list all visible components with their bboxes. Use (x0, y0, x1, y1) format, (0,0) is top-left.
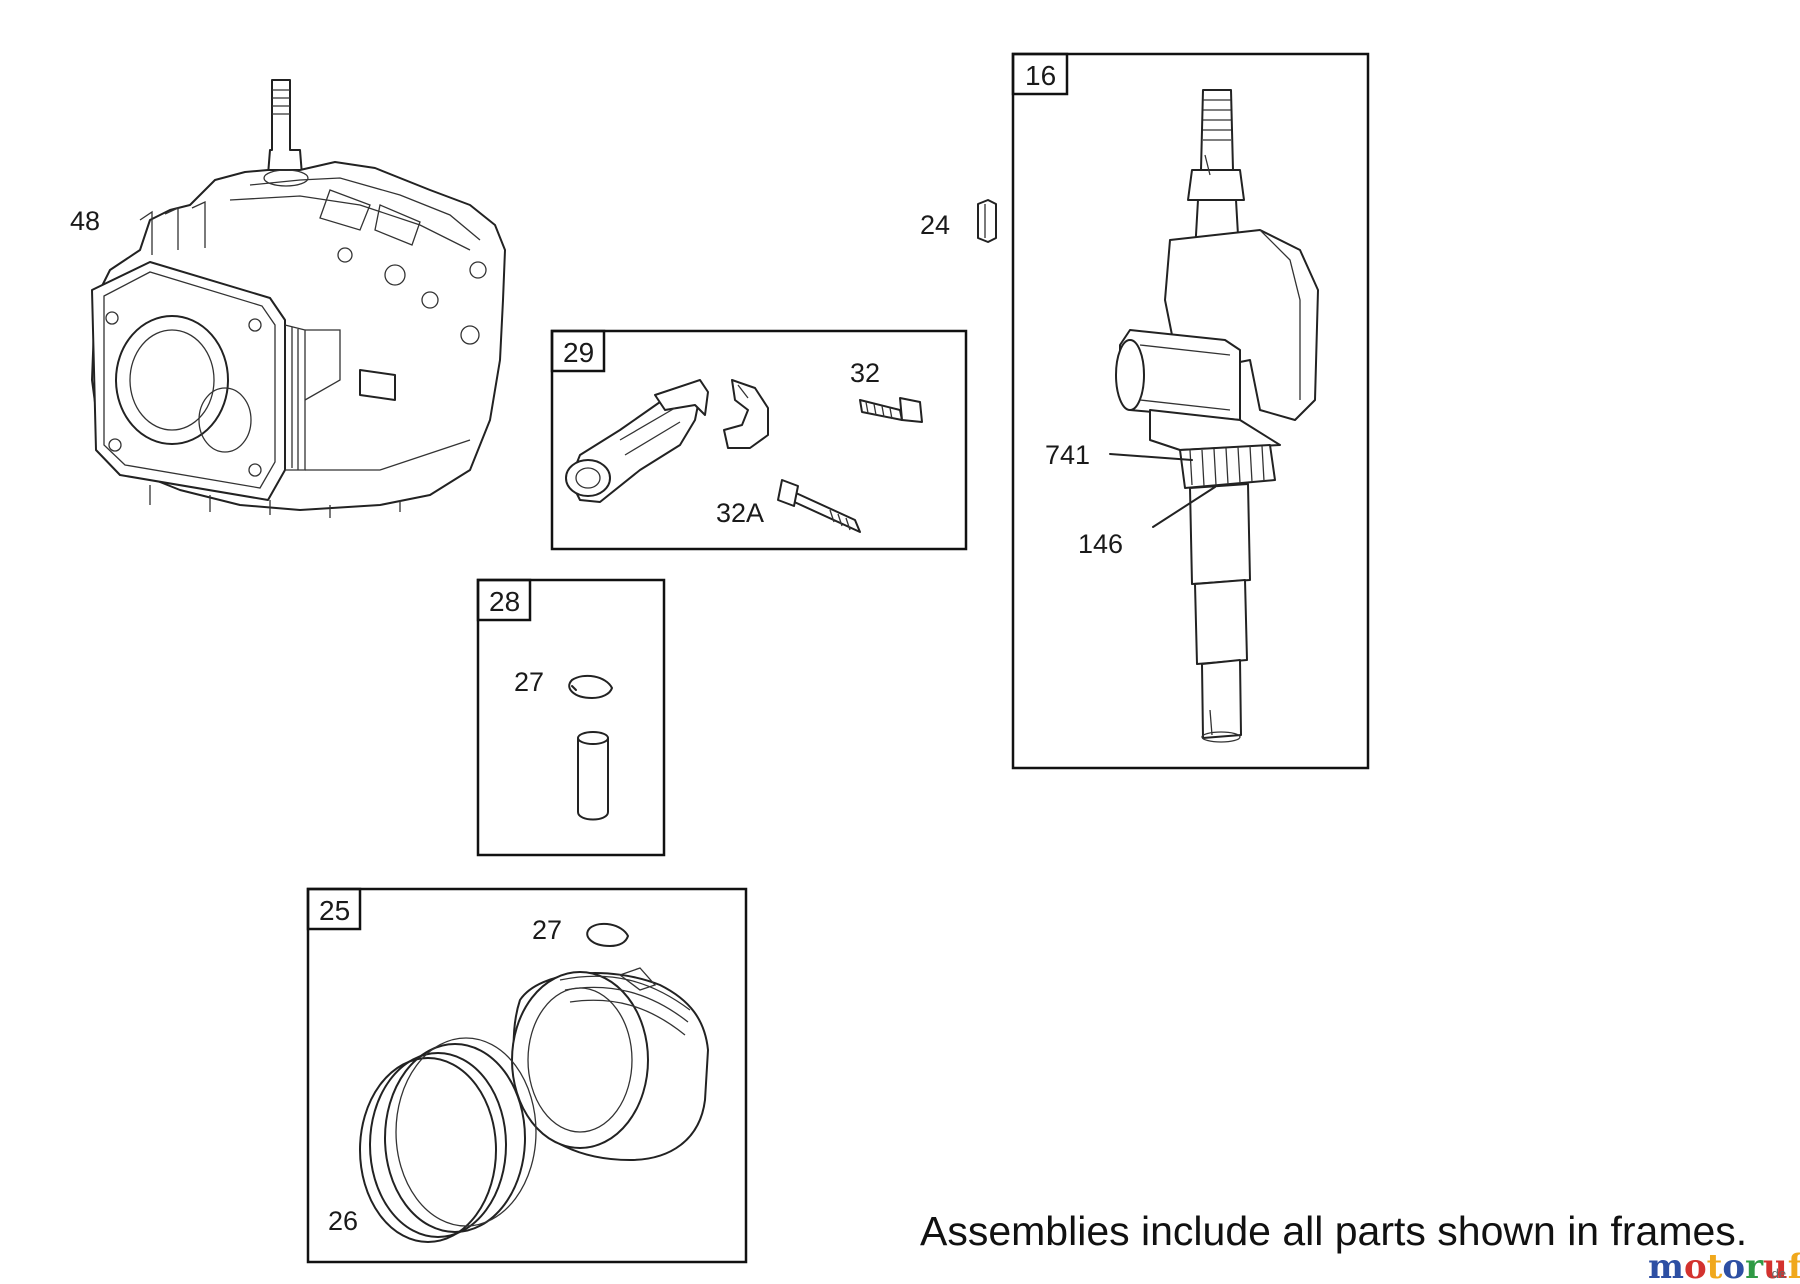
watermark-letter: m (1648, 1247, 1684, 1284)
callout-24: 24 (920, 210, 950, 240)
frame-16 (1011, 52, 1370, 770)
watermark-suffix: .de (1768, 1266, 1786, 1281)
watermark-letter: t (1707, 1247, 1723, 1284)
callout-32: 32 (850, 358, 880, 388)
frame-29 (550, 329, 968, 551)
assemblies-note: Assemblies include all parts shown in fr… (920, 1208, 1747, 1254)
callout-26: 26 (328, 1206, 358, 1236)
piston-drawing (359, 922, 709, 1243)
frame-16-tag (1011, 52, 1069, 96)
frame-28-tag (476, 578, 532, 622)
watermark-letter: o (1722, 1247, 1745, 1284)
frame-28 (476, 578, 666, 857)
callout-27-pin: 27 (514, 667, 544, 697)
frame-16-number: 16 (1025, 60, 1056, 91)
callout-741: 741 (1045, 440, 1090, 470)
callout-32a: 32A (716, 498, 764, 528)
frame-25-number: 25 (319, 895, 350, 926)
watermark-letter: f (1788, 1247, 1800, 1284)
crankshaft-drawing (1109, 89, 1319, 743)
frame-29-number: 29 (563, 337, 594, 368)
watermark-letters: motoruf (1648, 1247, 1800, 1284)
motoruf-logo: motoruf .de (1648, 1247, 1800, 1284)
watermark-letter: o (1684, 1247, 1707, 1284)
watermark-letter: r (1745, 1247, 1764, 1284)
callout-48: 48 (70, 206, 100, 236)
connecting-rod-drawing (565, 379, 923, 533)
frame-25-tag (306, 887, 362, 931)
frame-29-tag (550, 329, 606, 373)
piston-pin-drawing (568, 674, 613, 821)
watermark-letter: u (1763, 1247, 1788, 1284)
engine-block-drawing (91, 79, 506, 518)
callout-27-piston: 27 (532, 915, 562, 945)
frame-25 (306, 887, 748, 1264)
key-part-drawing (977, 199, 997, 243)
frame-28-number: 28 (489, 586, 520, 617)
callout-146: 146 (1078, 529, 1123, 559)
